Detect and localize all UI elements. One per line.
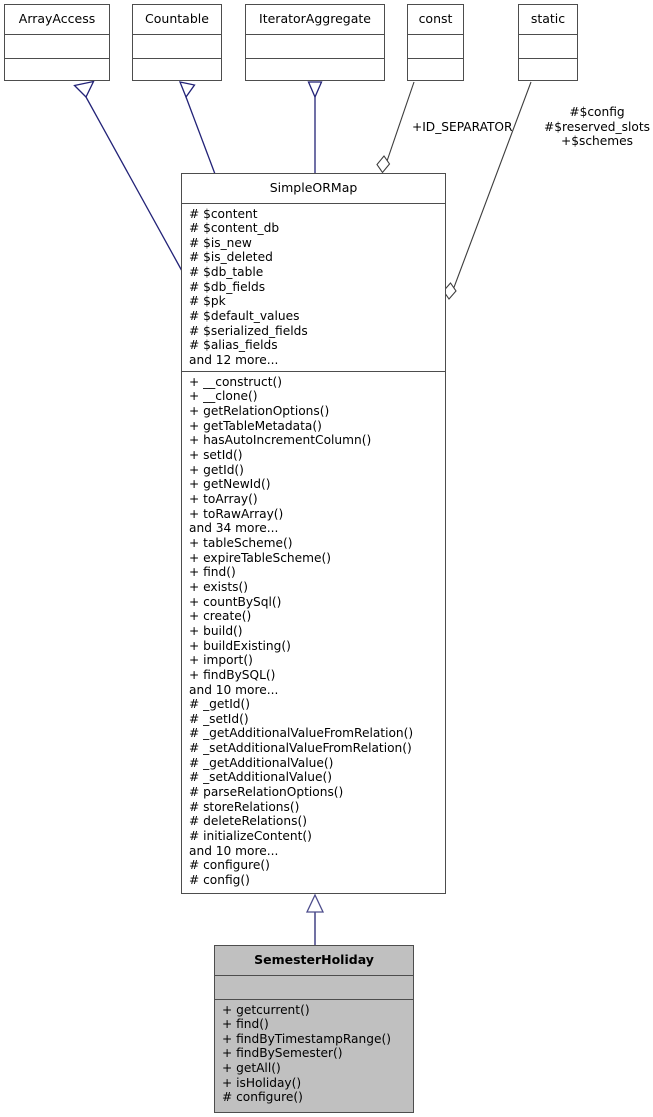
class-title-static: static	[530, 11, 566, 26]
class-methods-static	[519, 57, 577, 82]
edge-label-config: #$config	[569, 105, 625, 119]
class-member-row: + __clone()	[189, 389, 258, 404]
class-member-row: + getNewId()	[189, 477, 271, 492]
class-member-row: + __construct()	[189, 374, 283, 389]
class-member-row: # deleteRelations()	[189, 814, 307, 829]
class-member-row: # $is_new	[189, 235, 252, 250]
class-box-arrayaccess[interactable]: ArrayAccess	[4, 4, 110, 81]
class-member-row: + build()	[189, 623, 243, 638]
inheritance-edge-iteratoraggregate	[307, 81, 323, 174]
class-title-countable: Countable	[145, 11, 209, 26]
class-member-row: # _getAdditionalValueFromRelation()	[189, 726, 414, 741]
class-member-row: and 34 more...	[189, 521, 279, 536]
class-member-row: # _setId()	[189, 711, 249, 726]
class-member-row: # configure()	[222, 1090, 303, 1105]
class-attributes-countable	[133, 33, 221, 58]
association-edge-static	[442, 81, 532, 300]
class-box-static[interactable]: static	[518, 4, 578, 81]
class-member-row: # _getId()	[189, 697, 251, 712]
class-member-row: # $db_fields	[189, 279, 266, 294]
class-member-row: + findBySQL()	[189, 667, 276, 682]
class-member-row: and 10 more...	[189, 682, 279, 697]
class-member-row: + tableScheme()	[189, 535, 293, 550]
class-title-simpleormap: SimpleORMap	[269, 180, 358, 195]
class-member-row: + hasAutoIncrementColumn()	[189, 433, 372, 448]
class-member-row: # $alias_fields	[189, 338, 278, 353]
class-member-row: + getAll()	[222, 1061, 281, 1076]
class-attributes-const	[408, 33, 463, 58]
class-methods-semesterholiday: + getcurrent()+ find()+ findByTimestampR…	[215, 998, 413, 1109]
class-member-row: + expireTableScheme()	[189, 550, 331, 565]
inheritance-edge-semesterholiday	[305, 893, 325, 945]
class-member-row: + getTableMetadata()	[189, 418, 322, 433]
class-attributes-arrayaccess	[5, 33, 109, 58]
class-member-row: + isHoliday()	[222, 1075, 302, 1090]
class-box-semesterholiday[interactable]: SemesterHoliday + getcurrent()+ find()+ …	[214, 945, 414, 1113]
class-member-row: # initializeContent()	[189, 829, 312, 844]
class-box-iteratoraggregate[interactable]: IteratorAggregate	[245, 4, 385, 81]
class-member-row: + countBySql()	[189, 594, 282, 609]
class-title-const: const	[418, 11, 453, 26]
class-box-const[interactable]: const	[407, 4, 464, 81]
edge-label-schemes: +$schemes	[561, 134, 633, 148]
class-member-row: # $is_deleted	[189, 250, 273, 265]
inheritance-edge-arrayaccess	[73, 80, 183, 272]
class-attributes-semesterholiday	[215, 974, 413, 999]
class-attributes-simpleormap: # $content# $content_db# $is_new# $is_de…	[182, 202, 445, 371]
class-member-row: # $pk	[189, 294, 226, 309]
class-methods-iteratoraggregate	[246, 57, 384, 82]
edge-label-id-separator: +ID_SEPARATOR	[412, 120, 513, 134]
class-methods-arrayaccess	[5, 57, 109, 82]
edge-label-reserved-slots: #$reserved_slots	[544, 119, 650, 134]
class-title-semesterholiday: SemesterHoliday	[254, 952, 374, 967]
class-member-row: # $serialized_fields	[189, 323, 308, 338]
class-methods-countable	[133, 57, 221, 82]
class-member-row: + getRelationOptions()	[189, 404, 330, 419]
class-member-row: # configure()	[189, 858, 270, 873]
class-member-row: + import()	[189, 653, 253, 668]
class-member-row: # config()	[189, 873, 250, 888]
class-member-row: + getId()	[189, 462, 244, 477]
class-member-row: + findBySemester()	[222, 1046, 343, 1061]
association-edge-const	[376, 81, 415, 174]
class-member-row: # _getAdditionalValue()	[189, 755, 334, 770]
inheritance-edge-countable	[178, 81, 216, 175]
class-member-row: # _setAdditionalValue()	[189, 770, 332, 785]
class-member-row: + exists()	[189, 579, 248, 594]
class-member-row: + create()	[189, 609, 252, 624]
class-member-row: # $content	[189, 206, 258, 221]
class-member-row: + setId()	[189, 448, 243, 462]
class-box-simpleormap[interactable]: SimpleORMap # $content# $content_db# $is…	[181, 173, 446, 894]
class-member-row: + toRawArray()	[189, 506, 284, 521]
class-attributes-static	[519, 33, 577, 58]
class-member-row: + find()	[222, 1017, 269, 1032]
class-member-row: + toArray()	[189, 491, 258, 506]
class-box-countable[interactable]: Countable	[132, 4, 222, 81]
class-member-row: # _setAdditionalValueFromRelation()	[189, 741, 412, 756]
class-methods-const	[408, 57, 463, 82]
class-member-row: + buildExisting()	[189, 638, 291, 653]
class-member-row: + find()	[189, 565, 236, 580]
class-member-row: and 10 more...	[189, 843, 279, 858]
class-member-row: # $db_table	[189, 265, 264, 280]
class-title-arrayaccess: ArrayAccess	[18, 11, 96, 26]
class-title-iteratoraggregate: IteratorAggregate	[259, 11, 371, 26]
class-member-row: + getcurrent()	[222, 1002, 310, 1017]
class-member-row: and 12 more...	[189, 353, 279, 368]
class-member-row: # parseRelationOptions()	[189, 785, 344, 800]
class-attributes-iteratoraggregate	[246, 33, 384, 58]
class-methods-simpleormap: + __construct()+ __clone()+ getRelationO…	[182, 370, 445, 891]
class-member-row: # storeRelations()	[189, 799, 300, 814]
class-member-row: + findByTimestampRange()	[222, 1031, 391, 1046]
class-member-row: # $default_values	[189, 309, 300, 324]
class-member-row: # $content_db	[189, 221, 280, 236]
